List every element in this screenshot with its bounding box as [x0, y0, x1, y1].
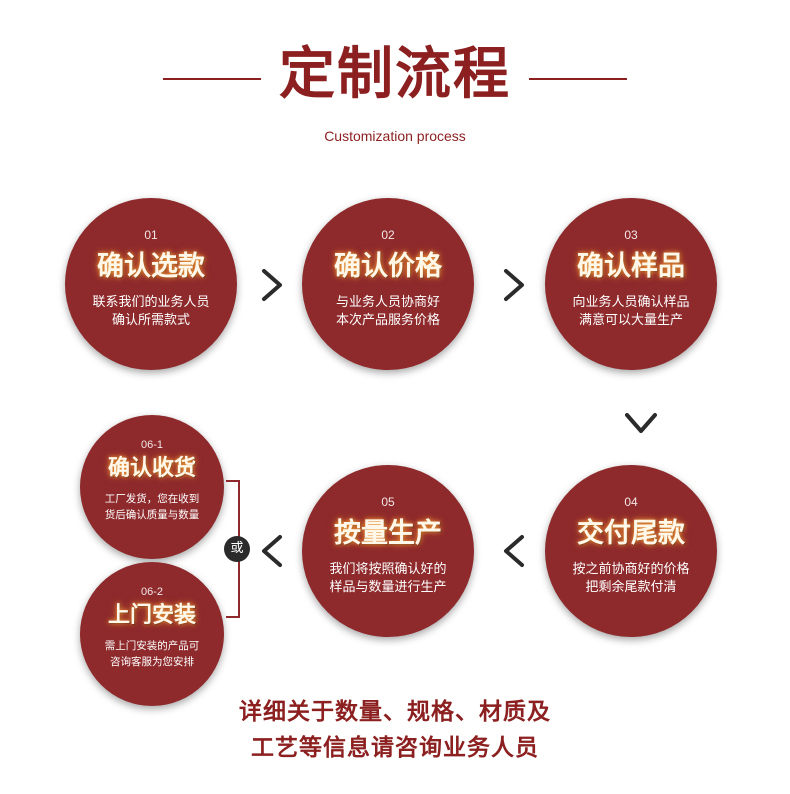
step-name: 确认选款: [97, 251, 205, 282]
title-divider-left: [163, 78, 261, 80]
step-number: 03: [624, 228, 638, 242]
header: 定制流程: [0, 40, 790, 110]
or-badge: 或: [224, 536, 250, 562]
page-title: 定制流程: [279, 42, 511, 107]
step-description: 与业务人员协商好本次产品服务价格: [335, 295, 440, 328]
title-divider-right: [529, 78, 627, 80]
step-number: 06-2: [140, 586, 164, 598]
chevron-down-icon: [621, 403, 661, 443]
step-description: 联系我们的业务人员确认所需款式: [92, 295, 210, 328]
step-06-1-circle: 06-1 确认收货 工厂发货，您在收到货后确认质量与数量: [80, 415, 224, 559]
step-number: 06-1: [140, 439, 164, 451]
step-name: 上门安装: [107, 603, 196, 628]
step-name: 交付尾款: [577, 518, 685, 549]
chevron-left-icon: [494, 531, 534, 571]
step-description: 向业务人员确认样品满意可以大量生产: [572, 295, 690, 328]
step-number: 05: [381, 495, 395, 509]
step-03-circle: 03 确认样品 向业务人员确认样品满意可以大量生产: [545, 198, 717, 370]
step-description: 需上门安装的产品可咨询客服为您安排: [104, 640, 200, 668]
step-04-circle: 04 交付尾款 按之前协商好的价格把剩余尾款付清: [545, 465, 717, 637]
step-name: 确认样品: [577, 251, 685, 282]
step-06-2-circle: 06-2 上门安装 需上门安装的产品可咨询客服为您安排: [80, 562, 224, 706]
step-01-circle: 01 确认选款 联系我们的业务人员确认所需款式: [65, 198, 237, 370]
step-02-circle: 02 确认价格 与业务人员协商好本次产品服务价格: [302, 198, 474, 370]
step-name: 按量生产: [334, 518, 442, 549]
step-description: 我们将按照确认好的样品与数量进行生产: [329, 562, 447, 595]
chevron-right-icon: [252, 265, 292, 305]
step-name: 确认收货: [107, 456, 196, 481]
step-description: 按之前协商好的价格把剩余尾款付清: [572, 562, 690, 595]
page-subtitle: Customization process: [324, 128, 466, 144]
step-number: 04: [624, 495, 638, 509]
footer-line-2: 工艺等信息请咨询业务人员: [251, 735, 539, 761]
step-name: 确认价格: [334, 251, 442, 282]
footer-line-1: 详细关于数量、规格、材质及: [239, 699, 551, 725]
step-05-circle: 05 按量生产 我们将按照确认好的样品与数量进行生产: [302, 465, 474, 637]
step-number: 02: [381, 228, 395, 242]
step-number: 01: [144, 228, 158, 242]
chevron-right-icon: [494, 265, 534, 305]
step-description: 工厂发货，您在收到货后确认质量与数量: [104, 493, 200, 521]
chevron-left-icon: [252, 531, 292, 571]
